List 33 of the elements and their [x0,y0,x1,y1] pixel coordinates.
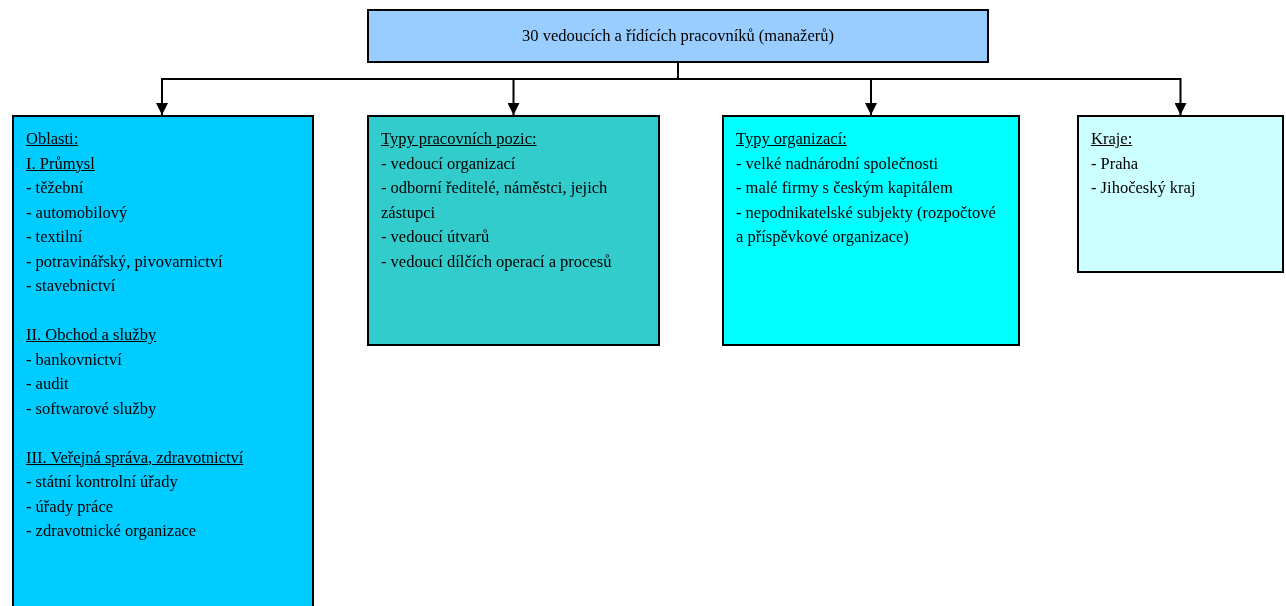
heading-text: Oblasti: [26,128,80,150]
list-item: - stavebnictví [26,275,117,297]
heading-text: Typy pracovních pozic: [381,128,538,150]
category-box [367,9,989,63]
list-item: - nepodnikatelské subjekty (rozpočtové a příspěvkové organizace) [736,201,997,248]
list-item: - úřady práce [26,495,115,518]
list-item: - malé firmy s českým kapitálem [736,177,954,199]
list-item: - Jihočeský kraj [1091,177,1197,199]
list-item: 30 vedoucích a řídících pracovníků (manažerů) [522,24,834,47]
list-item: - zdravotnické organizace [26,520,198,542]
category-box [367,115,660,346]
heading-text: Typy organizací: [736,128,848,150]
list-item: - bankovnictví [26,348,123,371]
list-item: - odborní ředitelé, náměstci, jejich zástupci [381,177,609,224]
list-item: - vedoucí organizací [381,152,517,175]
list-item: - velké nadnárodní společnosti [736,152,940,175]
list-item: - těžební [26,177,85,199]
list-item: - vedoucí útvarů [381,226,491,248]
category-box [12,115,314,606]
category-box [722,115,1020,346]
heading-text: II. Obchod a služby [26,324,158,346]
list-item: - softwarové služby [26,397,158,420]
list-item: - státní kontrolní úřady [26,471,179,493]
list-item: - automobilový [26,201,129,224]
list-item: - potravinářský, pivovarnictví [26,250,224,273]
list-item: - textilní [26,226,84,248]
list-item: - audit [26,373,70,395]
list-item: - Praha [1091,152,1140,175]
list-item: - vedoucí dílčích operací a procesů [381,250,613,273]
heading-text: I. Průmysl [26,152,96,175]
heading-text: III. Veřejná správa, zdravotnictví [26,446,245,469]
heading-text: Kraje: [1091,128,1134,150]
category-box [1077,115,1284,273]
